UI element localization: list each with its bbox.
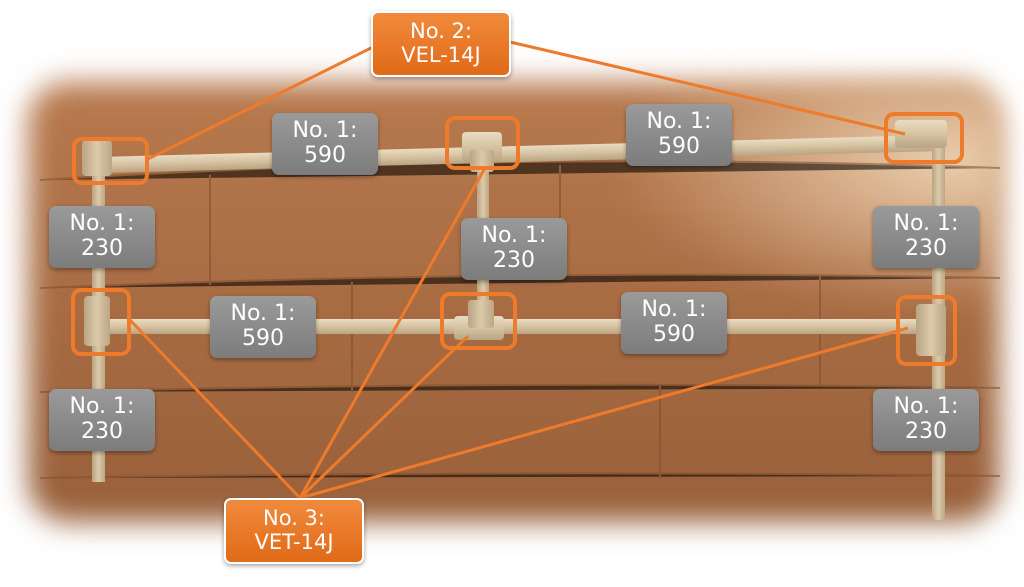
pipe-label-middle-right-590: No. 1: 590 xyxy=(621,292,727,354)
elbow-callout-top-right xyxy=(884,112,964,164)
fitting-callouts xyxy=(71,112,964,366)
callout-leaders xyxy=(128,40,909,500)
tee-callout-middle-left xyxy=(71,288,131,356)
tee-callout-top-center xyxy=(445,116,520,170)
pipe-label-top-right-590: No. 1: 590 xyxy=(626,104,732,166)
pipe-label-middle-left-590: No. 1: 590 xyxy=(210,296,316,358)
tee-callout-middle-right xyxy=(896,295,957,366)
pipe-label-right-lower-230: No. 1: 230 xyxy=(873,389,979,451)
part-label-tee: No. 3: VET-14J xyxy=(224,498,364,564)
elbow-callout-top-left xyxy=(72,137,149,185)
pipe-label-center-230: No. 1: 230 xyxy=(461,218,567,280)
pipe-label-left-lower-230: No. 1: 230 xyxy=(49,389,155,451)
tee-callout-middle-center xyxy=(440,292,517,350)
pipe-label-top-left-590: No. 1: 590 xyxy=(272,113,378,175)
part-label-elbow: No. 2: VEL-14J xyxy=(371,11,511,77)
pipe-label-right-upper-230: No. 1: 230 xyxy=(873,206,979,268)
pipe-label-left-upper-230: No. 1: 230 xyxy=(49,206,155,268)
